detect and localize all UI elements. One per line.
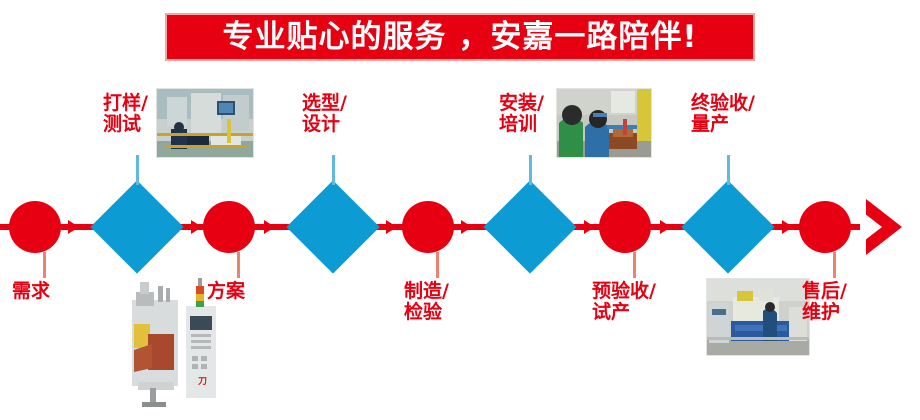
- step-label-6: 安装/ 培训: [499, 92, 544, 135]
- step-stem-8: [727, 155, 730, 185]
- timeline-arrowhead-notch: [860, 210, 882, 244]
- flow-chevron-2: [191, 220, 202, 234]
- photo-production-line: [706, 278, 810, 356]
- step-label-9: 售后/ 维护: [802, 280, 847, 323]
- step-label-4: 选型/ 设计: [302, 92, 347, 135]
- photo-sampling-testing-art: [157, 89, 253, 157]
- step-node-7-circle[interactable]: [599, 201, 651, 253]
- step-stem-1: [43, 252, 46, 278]
- flow-chevron-8: [782, 220, 793, 234]
- photo-welding-machine: 刀: [118, 272, 230, 407]
- flow-chevron-3: [264, 220, 275, 234]
- step-label-8: 终验收/ 量产: [691, 92, 755, 135]
- step-stem-4: [332, 155, 335, 185]
- svg-text:刀: 刀: [198, 376, 207, 387]
- step-label-5: 制造/ 检验: [404, 280, 449, 323]
- step-node-1-circle[interactable]: [9, 201, 61, 253]
- step-stem-5: [436, 252, 439, 278]
- step-node-2-diamond[interactable]: [90, 180, 184, 274]
- step-node-5-circle[interactable]: [402, 201, 454, 253]
- step-label-2: 打样/ 测试: [103, 92, 148, 135]
- step-node-9-circle[interactable]: [799, 201, 851, 253]
- step-stem-3: [237, 252, 240, 278]
- step-stem-6: [529, 155, 532, 185]
- flow-chevron-6: [584, 220, 595, 234]
- step-node-8-diamond[interactable]: [681, 180, 775, 274]
- step-label-1: 需求: [12, 280, 51, 302]
- step-stem-2: [136, 155, 139, 185]
- banner-title-text: 专业贴心的服务 ，安嘉一路陪伴!: [222, 18, 698, 55]
- photo-installation-training-art: [557, 89, 651, 157]
- step-stem-7: [633, 252, 636, 278]
- photo-installation-training: [556, 88, 652, 158]
- step-node-6-diamond[interactable]: [483, 180, 577, 274]
- flow-chevron-5: [461, 220, 472, 234]
- photo-production-line-art: [707, 279, 809, 355]
- title-banner: 专业贴心的服务 ，安嘉一路陪伴!: [165, 13, 755, 61]
- step-node-4-diamond[interactable]: [286, 180, 380, 274]
- photo-sampling-testing: [156, 88, 254, 158]
- step-label-3: 方案: [207, 280, 246, 302]
- photo-welding-machine-art: 刀: [118, 272, 230, 407]
- step-stem-9: [833, 252, 836, 278]
- step-node-3-circle[interactable]: [203, 201, 255, 253]
- flow-chevron-4: [386, 220, 397, 234]
- step-label-7: 预验收/ 试产: [592, 280, 656, 323]
- flow-chevron-7: [660, 220, 671, 234]
- flow-chevron-1: [68, 220, 79, 234]
